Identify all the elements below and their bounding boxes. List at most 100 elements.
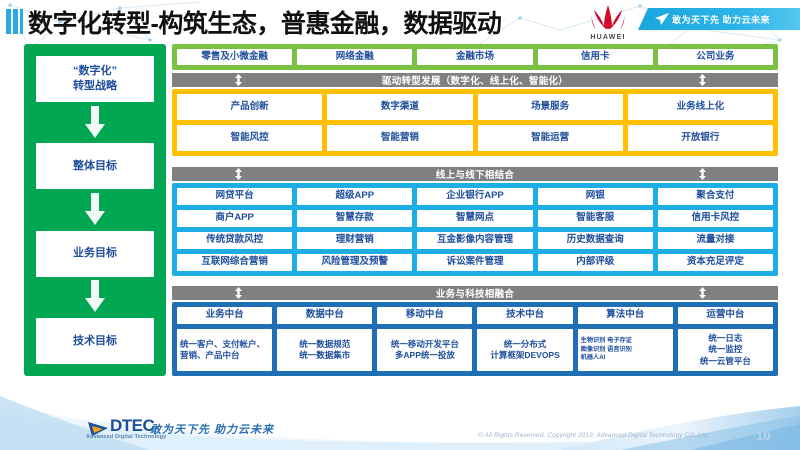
channel-item[interactable]: 资本充足评定 (657, 254, 773, 271)
platform-detail-text: 统一分布式计算框架DEVOPS (490, 338, 560, 360)
band-driver: 驱动转型发展（数字化、线上化、智能化） (172, 73, 778, 87)
copyright-text: © All Rights Reserved. Copyright 2019, A… (478, 432, 708, 439)
arrow-down-icon (85, 280, 105, 313)
double-arrow-icon (235, 168, 242, 180)
platform-detail-text: 生物识别 电子存证图像识别 语音识别机器人AI (580, 336, 632, 362)
channel-item[interactable]: 网贷平台 (177, 188, 293, 205)
platform-detail[interactable]: 统一移动开发平台多APP统一投放 (377, 329, 473, 371)
huawei-slogan-banner: 敢为天下先 助力云未来 (638, 8, 800, 30)
business-line-item[interactable]: 网络金融 (297, 49, 413, 65)
huawei-wordmark: HUAWEI (590, 34, 626, 41)
platform-header[interactable]: 算法中台 (577, 307, 673, 324)
band-fusion-label: 业务与科技相融合 (435, 289, 515, 300)
diagram-body: “数字化”转型战略 整体目标 业务目标 (0, 44, 800, 396)
transformation-item[interactable]: 开放银行 (627, 125, 773, 151)
band-online-offline: 线上与线下相结合 (172, 167, 778, 181)
double-arrow-icon (699, 287, 706, 299)
platforms-panel: 业务中台 数据中台 移动中台 技术中台 算法中台 运营中台 统一客户、支付帐户、… (172, 302, 778, 376)
channel-item[interactable]: 企业银行APP (417, 188, 533, 205)
double-arrow-icon (699, 74, 706, 86)
strategy-label-0: “数字化”转型战略 (73, 65, 117, 92)
strategy-box-overall-goal[interactable]: 整体目标 (36, 143, 154, 190)
platform-detail-text: 统一数据规范统一数据集市 (299, 338, 351, 360)
arrow-down-icon (85, 105, 105, 138)
arrow-slot-3 (84, 277, 106, 318)
channel-item[interactable]: 智慧存款 (297, 210, 413, 227)
platform-detail-text: 统一日志统一监控统一云管平台 (699, 332, 751, 366)
platform-header[interactable]: 业务中台 (177, 307, 273, 324)
band-fusion: 业务与科技相融合 (172, 286, 778, 300)
channel-item[interactable]: 超级APP (297, 188, 413, 205)
business-line-item[interactable]: 金融市场 (417, 49, 533, 65)
paper-plane-icon (655, 13, 669, 25)
footer-wave-decoration (0, 396, 800, 450)
channel-item[interactable]: 互联网综合营销 (177, 254, 293, 271)
platform-detail[interactable]: 统一日志统一监控统一云管平台 (677, 329, 773, 371)
platform-header[interactable]: 移动中台 (377, 307, 473, 324)
transformation-item[interactable]: 数字渠道 (327, 94, 473, 120)
business-line-item[interactable]: 公司业务 (657, 49, 773, 65)
channel-item[interactable]: 网银 (537, 188, 653, 205)
platform-detail[interactable]: 统一分布式计算框架DEVOPS (477, 329, 573, 371)
header-accent-bars-icon (6, 9, 23, 34)
band-online-offline-label: 线上与线下相结合 (435, 170, 515, 181)
platform-header[interactable]: 数据中台 (277, 307, 373, 324)
transformation-item[interactable]: 智能风控 (177, 125, 323, 151)
business-line-item[interactable]: 零售及小微金融 (177, 49, 293, 65)
platform-header[interactable]: 运营中台 (677, 307, 773, 324)
strategy-box-digital-transformation[interactable]: “数字化”转型战略 (36, 56, 154, 102)
strategy-label-1: 整体目标 (73, 159, 117, 172)
transformation-panel: 产品创新 数字渠道 场景服务 业务线上化 智能风控 智能营销 智能运营 开放银行 (172, 89, 778, 156)
slide-header: 数字化转型-构筑生态，普惠金融，数据驱动 HUAWEI 敢为天下先 助力云未来 (0, 0, 800, 42)
transformation-item[interactable]: 业务线上化 (627, 94, 773, 120)
platform-detail[interactable]: 统一客户、支付帐户、营销、产品中台 (177, 329, 273, 371)
arrow-slot-1 (84, 102, 106, 143)
huawei-logo: HUAWEI (580, 2, 636, 41)
channel-item[interactable]: 信用卡风控 (657, 210, 773, 227)
channel-item[interactable]: 风险管理及预警 (297, 254, 413, 271)
channel-item[interactable]: 诉讼案件管理 (417, 254, 533, 271)
transformation-item[interactable]: 产品创新 (177, 94, 323, 120)
strategy-box-technical-goal[interactable]: 技术目标 (36, 317, 154, 364)
business-line-item[interactable]: 信用卡 (537, 49, 653, 65)
strategy-box-business-goal[interactable]: 业务目标 (36, 230, 154, 277)
dtec-logo-text: DTEC (110, 416, 155, 435)
platform-detail[interactable]: 统一数据规范统一数据集市 (277, 329, 373, 371)
huawei-flower-icon (591, 5, 625, 29)
channel-item[interactable]: 传统贷款风控 (177, 232, 293, 249)
slide-footer: DTEC Advanced Digital Technology 敢为天下先 助… (0, 394, 800, 450)
channels-panel: 网贷平台 超级APP 企业银行APP 网银 聚合支付 商户APP 智慧存款 智慧… (172, 183, 778, 276)
platform-detail-text: 统一客户、支付帐户、营销、产品中台 (180, 338, 266, 360)
channel-item[interactable]: 商户APP (177, 210, 293, 227)
page-number: 10 (756, 428, 771, 443)
channel-item[interactable]: 互金影像内容管理 (417, 232, 533, 249)
channel-item[interactable]: 智慧网点 (417, 210, 533, 227)
channel-item[interactable]: 聚合支付 (657, 188, 773, 205)
transformation-item[interactable]: 智能营销 (327, 125, 473, 151)
arrow-slot-2 (84, 189, 106, 230)
dtec-slogan: 敢为天下先 助力云未来 (150, 424, 275, 436)
dtec-triangle-icon (88, 422, 108, 436)
channel-item[interactable]: 理财营销 (297, 232, 413, 249)
huawei-slogan-text: 敢为天下先 助力云未来 (672, 14, 771, 25)
strategy-label-2: 业务目标 (73, 247, 117, 260)
platform-detail[interactable]: 生物识别 电子存证图像识别 语音识别机器人AI (577, 329, 673, 371)
double-arrow-icon (235, 74, 242, 86)
double-arrow-icon (699, 168, 706, 180)
transformation-item[interactable]: 场景服务 (477, 94, 623, 120)
channel-item[interactable]: 流量对接 (657, 232, 773, 249)
channel-item[interactable]: 内部评级 (537, 254, 653, 271)
band-driver-label: 驱动转型发展（数字化、线上化、智能化） (381, 76, 569, 87)
layers-column: 零售及小微金融 网络金融 金融市场 信用卡 公司业务 驱动转型发展（数字化、线上… (172, 44, 778, 376)
channel-item[interactable]: 历史数据查询 (537, 232, 653, 249)
arrow-down-icon (85, 192, 105, 225)
platform-detail-text: 统一移动开发平台多APP统一投放 (390, 338, 459, 360)
business-lines-panel: 零售及小微金融 网络金融 金融市场 信用卡 公司业务 (172, 44, 778, 70)
platform-header[interactable]: 技术中台 (477, 307, 573, 324)
double-arrow-icon (235, 287, 242, 299)
strategy-label-3: 技术目标 (73, 334, 117, 347)
channel-item[interactable]: 智能客服 (537, 210, 653, 227)
strategy-column: “数字化”转型战略 整体目标 业务目标 (24, 44, 166, 376)
transformation-item[interactable]: 智能运营 (477, 125, 623, 151)
